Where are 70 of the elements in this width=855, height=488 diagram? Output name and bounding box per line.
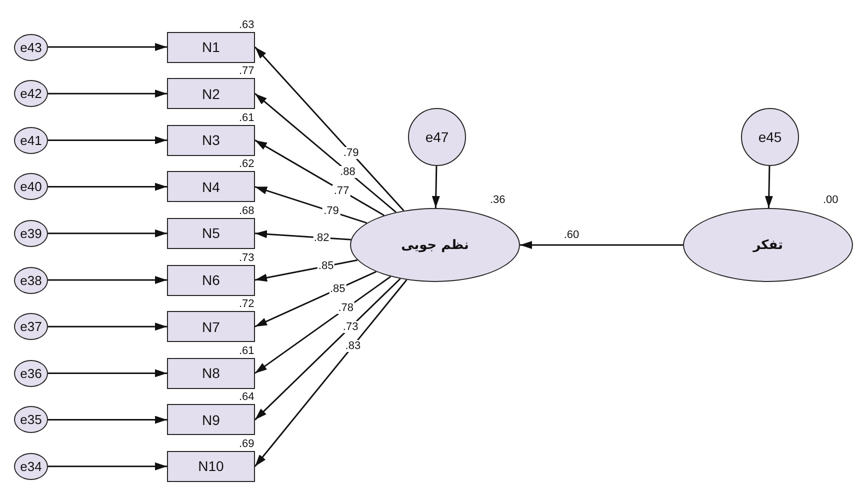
latent-variable-ellipse: تفکر bbox=[683, 208, 853, 282]
estimate-label: .64 bbox=[239, 391, 254, 404]
arrow bbox=[254, 93, 396, 213]
arrow bbox=[432, 166, 440, 208]
error-circle: e38 bbox=[14, 266, 48, 294]
observed-variable-box: N4 bbox=[167, 171, 255, 202]
edge-label: .60 bbox=[562, 229, 580, 241]
estimate-label: .68 bbox=[239, 204, 254, 217]
arrow bbox=[764, 166, 773, 208]
estimate-label: .00 bbox=[823, 194, 838, 206]
error-circle: e35 bbox=[14, 406, 48, 434]
estimate-label: .36 bbox=[490, 194, 506, 206]
error-circle: e39 bbox=[14, 220, 48, 247]
observed-variable-box: N10 bbox=[167, 450, 255, 482]
edge-label: .79 bbox=[322, 205, 340, 218]
edge-label: .85 bbox=[328, 283, 346, 296]
arrow bbox=[48, 276, 167, 284]
edge-label: .78 bbox=[337, 302, 355, 314]
edge-label: .77 bbox=[332, 184, 350, 197]
arrow bbox=[254, 259, 358, 282]
edge-label: .88 bbox=[339, 166, 356, 178]
arrow bbox=[254, 279, 408, 467]
edge-label: .73 bbox=[342, 320, 360, 333]
arrow bbox=[48, 136, 167, 144]
observed-variable-box: N2 bbox=[167, 78, 255, 110]
arrow bbox=[48, 322, 167, 331]
error-circle: e42 bbox=[14, 80, 48, 108]
arrow bbox=[254, 271, 376, 328]
latent-variable-ellipse: نظم جویی bbox=[350, 208, 520, 282]
arrow bbox=[48, 43, 167, 51]
arrow bbox=[48, 90, 167, 98]
arrow bbox=[254, 276, 392, 374]
error-circle: e36 bbox=[14, 360, 48, 387]
edge-label: .83 bbox=[344, 340, 362, 352]
error-circle: e47 bbox=[408, 108, 466, 166]
arrow bbox=[48, 462, 167, 470]
estimate-label: .73 bbox=[239, 252, 254, 264]
observed-variable-box: N5 bbox=[167, 218, 255, 249]
arrow bbox=[520, 241, 683, 249]
arrow bbox=[254, 46, 404, 212]
estimate-label: .77 bbox=[239, 65, 254, 78]
estimate-label: .61 bbox=[239, 344, 254, 357]
arrow bbox=[48, 369, 167, 378]
observed-variable-box: N9 bbox=[167, 404, 255, 436]
arrow bbox=[254, 140, 384, 216]
arrow bbox=[254, 230, 351, 240]
error-circle: e43 bbox=[14, 34, 48, 60]
estimate-label: .72 bbox=[239, 298, 254, 310]
edge-label: .85 bbox=[317, 260, 335, 272]
observed-variable-box: N8 bbox=[167, 358, 255, 389]
edge-label: .82 bbox=[312, 232, 330, 244]
edge-label: .79 bbox=[342, 146, 360, 159]
arrow bbox=[254, 278, 401, 420]
observed-variable-box: N3 bbox=[167, 124, 255, 156]
error-circle: e40 bbox=[14, 173, 48, 200]
observed-variable-box: N1 bbox=[167, 32, 255, 62]
estimate-label: .63 bbox=[239, 18, 254, 30]
estimate-label: .62 bbox=[239, 158, 254, 170]
error-circle: e37 bbox=[14, 313, 48, 340]
estimate-label: .69 bbox=[239, 438, 254, 450]
estimate-label: .61 bbox=[239, 112, 254, 124]
error-circle: e41 bbox=[14, 126, 48, 154]
arrow bbox=[254, 186, 367, 224]
arrow bbox=[48, 229, 167, 238]
arrow bbox=[48, 182, 167, 191]
observed-variable-box: N7 bbox=[167, 311, 255, 342]
error-circle: e34 bbox=[14, 452, 48, 480]
error-circle: e45 bbox=[741, 108, 799, 166]
arrow bbox=[48, 416, 167, 424]
observed-variable-box: N6 bbox=[167, 264, 255, 296]
